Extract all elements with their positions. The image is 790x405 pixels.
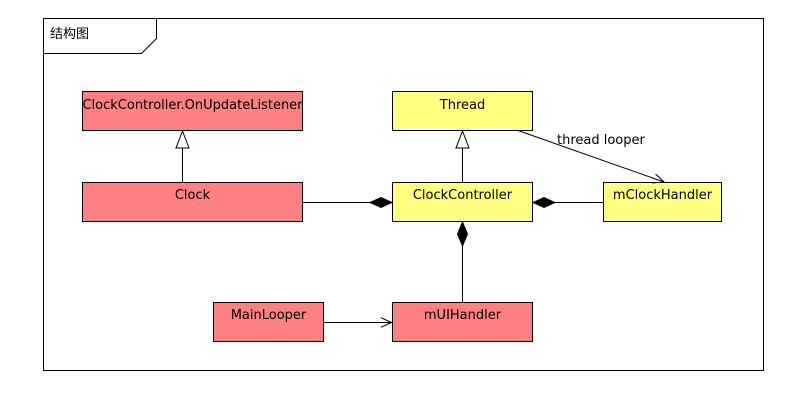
- frame-title-tab: [43, 18, 157, 54]
- class-main-looper[interactable]: MainLooper: [213, 302, 324, 342]
- class-clock-label: Clock: [175, 188, 211, 203]
- edge-clock-implements-listener: [175, 129, 190, 183]
- class-on-update-listener[interactable]: ClockController.OnUpdateListener: [82, 91, 303, 131]
- class-thread[interactable]: Thread: [392, 91, 533, 131]
- edge-thread-looper: thread looper: [517, 130, 664, 183]
- class-thread-label: Thread: [439, 98, 485, 113]
- class-m-clock-handler-label: mClockHandler: [613, 188, 713, 203]
- edge-controller-composes-clock: [302, 196, 394, 209]
- frame-title: 结构图: [50, 27, 89, 42]
- class-m-clock-handler[interactable]: mClockHandler: [603, 182, 722, 222]
- class-clock-controller-label: ClockController: [413, 188, 513, 203]
- class-main-looper-label: MainLooper: [231, 308, 307, 323]
- class-on-update-listener-label: ClockController.OnUpdateListener: [82, 98, 303, 113]
- class-clock[interactable]: Clock: [82, 182, 303, 222]
- edge-controller-composes-clock-handler: [531, 196, 604, 209]
- edge-thread-looper-label: thread looper: [557, 133, 646, 148]
- class-m-ui-handler-label: mUIHandler: [424, 308, 502, 323]
- class-m-ui-handler[interactable]: mUIHandler: [392, 302, 533, 342]
- class-clock-controller[interactable]: ClockController: [392, 182, 533, 222]
- edge-controller-composes-ui-handler: [456, 220, 469, 303]
- edge-controller-extends-thread: [455, 129, 470, 183]
